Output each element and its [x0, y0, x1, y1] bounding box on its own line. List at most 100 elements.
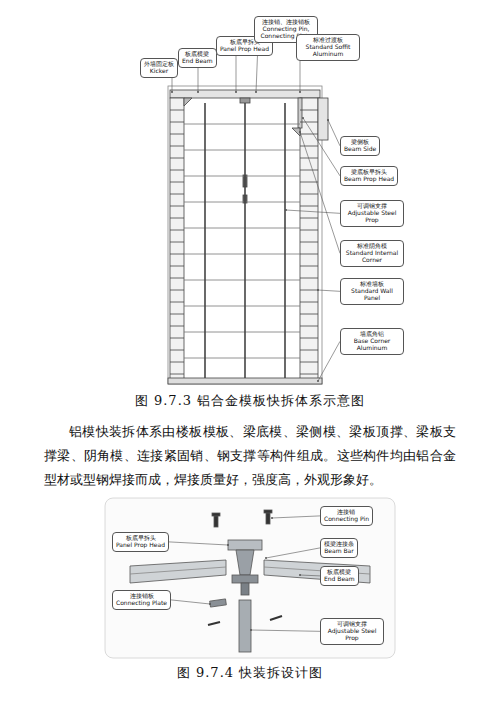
part-name-en: Standard Wall Panel [344, 288, 400, 302]
leader-line [300, 132, 340, 253]
panel-rib [184, 254, 300, 255]
part-name-en: Adjustable Steel Prop [324, 628, 380, 642]
prop-head-body [236, 550, 254, 575]
wall-rib [300, 254, 318, 255]
panel-rib [184, 228, 300, 229]
callout-box: 板底早拆头Panel Prop Head [112, 532, 169, 552]
wall-rib [170, 266, 184, 267]
steel-prop [284, 103, 286, 378]
leader-dot [265, 557, 267, 559]
body-paragraph: 铝模快装拆体系由楼板模板、梁底模、梁侧模、梁板顶撑、梁板支撑梁、阴角模、连接紧固… [44, 420, 456, 492]
figure-caption: 图 9.7.4 快装拆设计图 [0, 664, 500, 682]
part-name: 模梁连接条 [324, 541, 354, 548]
callout-box: 标准墙板Standard Wall Panel [340, 278, 404, 305]
wall-rib [300, 302, 318, 303]
leader-line [171, 600, 210, 604]
wall-rib [170, 230, 184, 231]
wall-rib [300, 242, 318, 243]
panel-rib [184, 150, 300, 151]
formwork-system-drawing [168, 86, 328, 384]
figure-frame [105, 498, 395, 658]
leader-dot [255, 91, 257, 93]
leader-line [198, 68, 199, 92]
callout-box: 板底横梁End Beam [320, 566, 359, 586]
callout-box: 可调钢支撑Adjustable Steel Prop [340, 200, 404, 227]
leader-line [251, 630, 320, 631]
part-name-en: Base Corner Aluminum [344, 338, 400, 352]
part-name: 标准阴角模 [344, 243, 400, 250]
steel-prop [244, 103, 246, 378]
panel-rib [184, 358, 300, 359]
leader-dot [227, 544, 229, 546]
wall-rib [170, 194, 184, 195]
leader-dot [171, 91, 173, 93]
part-name-en: Panel Prop Head [220, 46, 269, 53]
leader-dot [285, 209, 287, 211]
leader-line [236, 56, 237, 92]
wall-rib [170, 134, 184, 135]
prop-head-flange [232, 575, 258, 583]
wall-rib [300, 338, 318, 339]
wall-rib [300, 122, 318, 123]
leader-dot [302, 117, 304, 119]
wall-rib [170, 242, 184, 243]
pin-head [212, 513, 220, 516]
callout-box: 连接销板Connecting Plate [112, 590, 171, 610]
leader-dot [317, 380, 319, 382]
panel-rib [184, 202, 300, 203]
part-name: 连接销、连接销板 [258, 19, 314, 26]
leader-dot [327, 119, 329, 121]
beam-prop-head [298, 98, 302, 128]
wall-rib [300, 326, 318, 327]
part-name-en: Connecting Pin [324, 516, 369, 523]
wall-rib [300, 230, 318, 231]
wall-rib [170, 206, 184, 207]
part-name: 连接销 [324, 509, 369, 516]
wall-rib [170, 122, 184, 123]
wall-rib [170, 326, 184, 327]
part-name: 连接销板 [116, 593, 167, 600]
wall-rib [170, 110, 184, 111]
panel-rib [184, 280, 300, 281]
leader-line [272, 516, 320, 518]
wall-rib [170, 314, 184, 315]
steel-prop [204, 103, 206, 378]
leader-line [303, 118, 340, 176]
leader-dot [317, 289, 319, 291]
wall-rib [300, 266, 318, 267]
wall-rib [170, 254, 184, 255]
leader-dot [235, 91, 237, 93]
leader-dot [299, 574, 301, 576]
part-name: 外墙固定板 [144, 61, 174, 68]
panel-rib [184, 124, 300, 125]
pin-head [264, 510, 272, 513]
part-name-en: End Beam [324, 576, 355, 583]
wall-rib [170, 374, 184, 375]
leader-line [172, 78, 173, 92]
part-name: 板底横梁 [324, 569, 355, 576]
wall-rib [300, 206, 318, 207]
panel-rib [130, 567, 226, 574]
wall-rib [170, 362, 184, 363]
pin [270, 616, 282, 620]
part-name-en: Kicker [144, 68, 174, 75]
leader-line [169, 542, 228, 545]
callout-box: 板底横梁End Beam [178, 48, 217, 68]
prop-head-stem [241, 583, 249, 595]
leader-dot [299, 131, 301, 133]
wall-rib [170, 350, 184, 351]
leader-dot [299, 91, 301, 93]
callout-box: 可调钢支撑Adjustable Steel Prop [320, 618, 384, 645]
wall-rib [300, 314, 318, 315]
callout-box: 墙底角铝Base Corner Aluminum [340, 328, 404, 355]
wall-rib [170, 278, 184, 279]
part-name: 板底横梁 [182, 51, 213, 58]
panel-left [130, 560, 226, 583]
wall-rib [170, 182, 184, 183]
panel-rib [184, 306, 300, 307]
pin [208, 622, 220, 625]
callout-box: 标准阴角模Standard Internal Corner [340, 240, 404, 267]
part-name-en: Adjustable Steel Prop [344, 210, 400, 224]
